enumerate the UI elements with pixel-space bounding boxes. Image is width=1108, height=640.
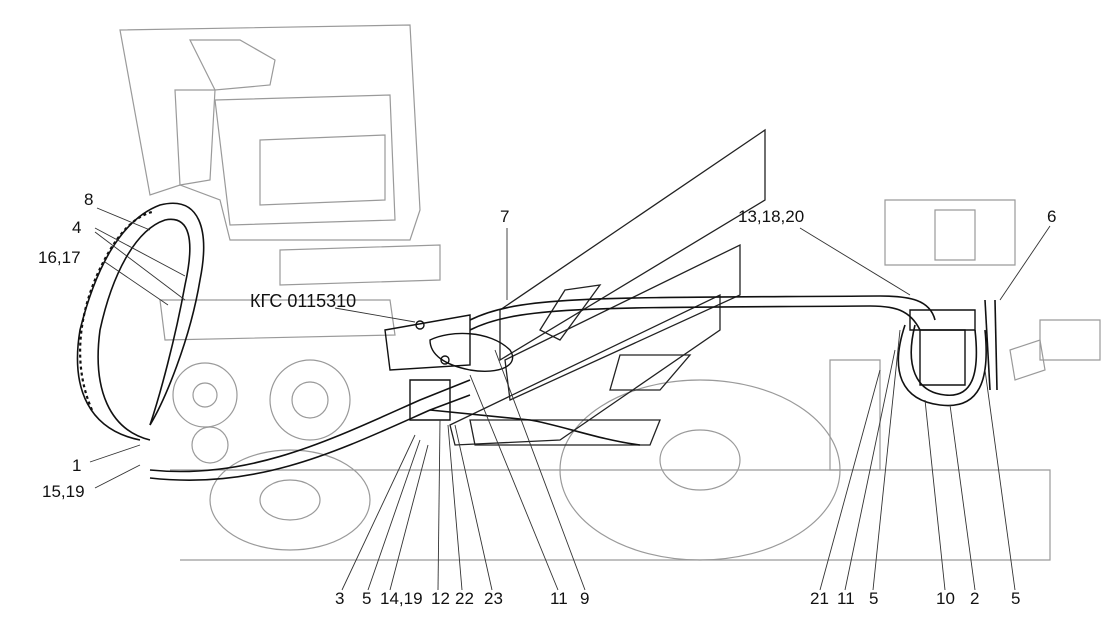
control-valve-block: [384, 314, 514, 421]
callout-5-right: 5: [1011, 589, 1021, 608]
drawing-code: КГС 0115310: [250, 291, 357, 311]
callout-1: 1: [72, 456, 82, 475]
callout-13-18-20: 13,18,20: [738, 207, 805, 226]
callout-16-17: 16,17: [38, 248, 81, 267]
machine-outline: [119, 24, 1101, 561]
callout-7: 7: [500, 207, 510, 226]
oil-filter: [909, 309, 976, 386]
corrugated-guard: [79, 210, 153, 411]
callout-9: 9: [580, 589, 590, 608]
callout-15-19: 15,19: [42, 482, 85, 501]
callout-4: 4: [72, 218, 82, 237]
callout-11-right: 11: [837, 589, 855, 608]
callout-11-left: 11: [550, 589, 568, 608]
callout-23: 23: [484, 589, 503, 608]
callout-12: 12: [431, 589, 450, 608]
callout-5-mid: 5: [869, 589, 879, 608]
callout-14-19: 14,19: [380, 589, 423, 608]
leader-lines: [89, 207, 1051, 591]
callout-3: 3: [335, 589, 345, 608]
callout-22: 22: [455, 589, 474, 608]
callout-2: 2: [970, 589, 980, 608]
callout-5-left: 5: [362, 589, 372, 608]
callout-21: 21: [810, 589, 829, 608]
callout-6: 6: [1047, 207, 1057, 226]
callout-8: 8: [84, 190, 94, 209]
callout-10: 10: [936, 589, 955, 608]
shield-plates: [449, 128, 766, 446]
hydraulic-hoses: [76, 202, 998, 481]
